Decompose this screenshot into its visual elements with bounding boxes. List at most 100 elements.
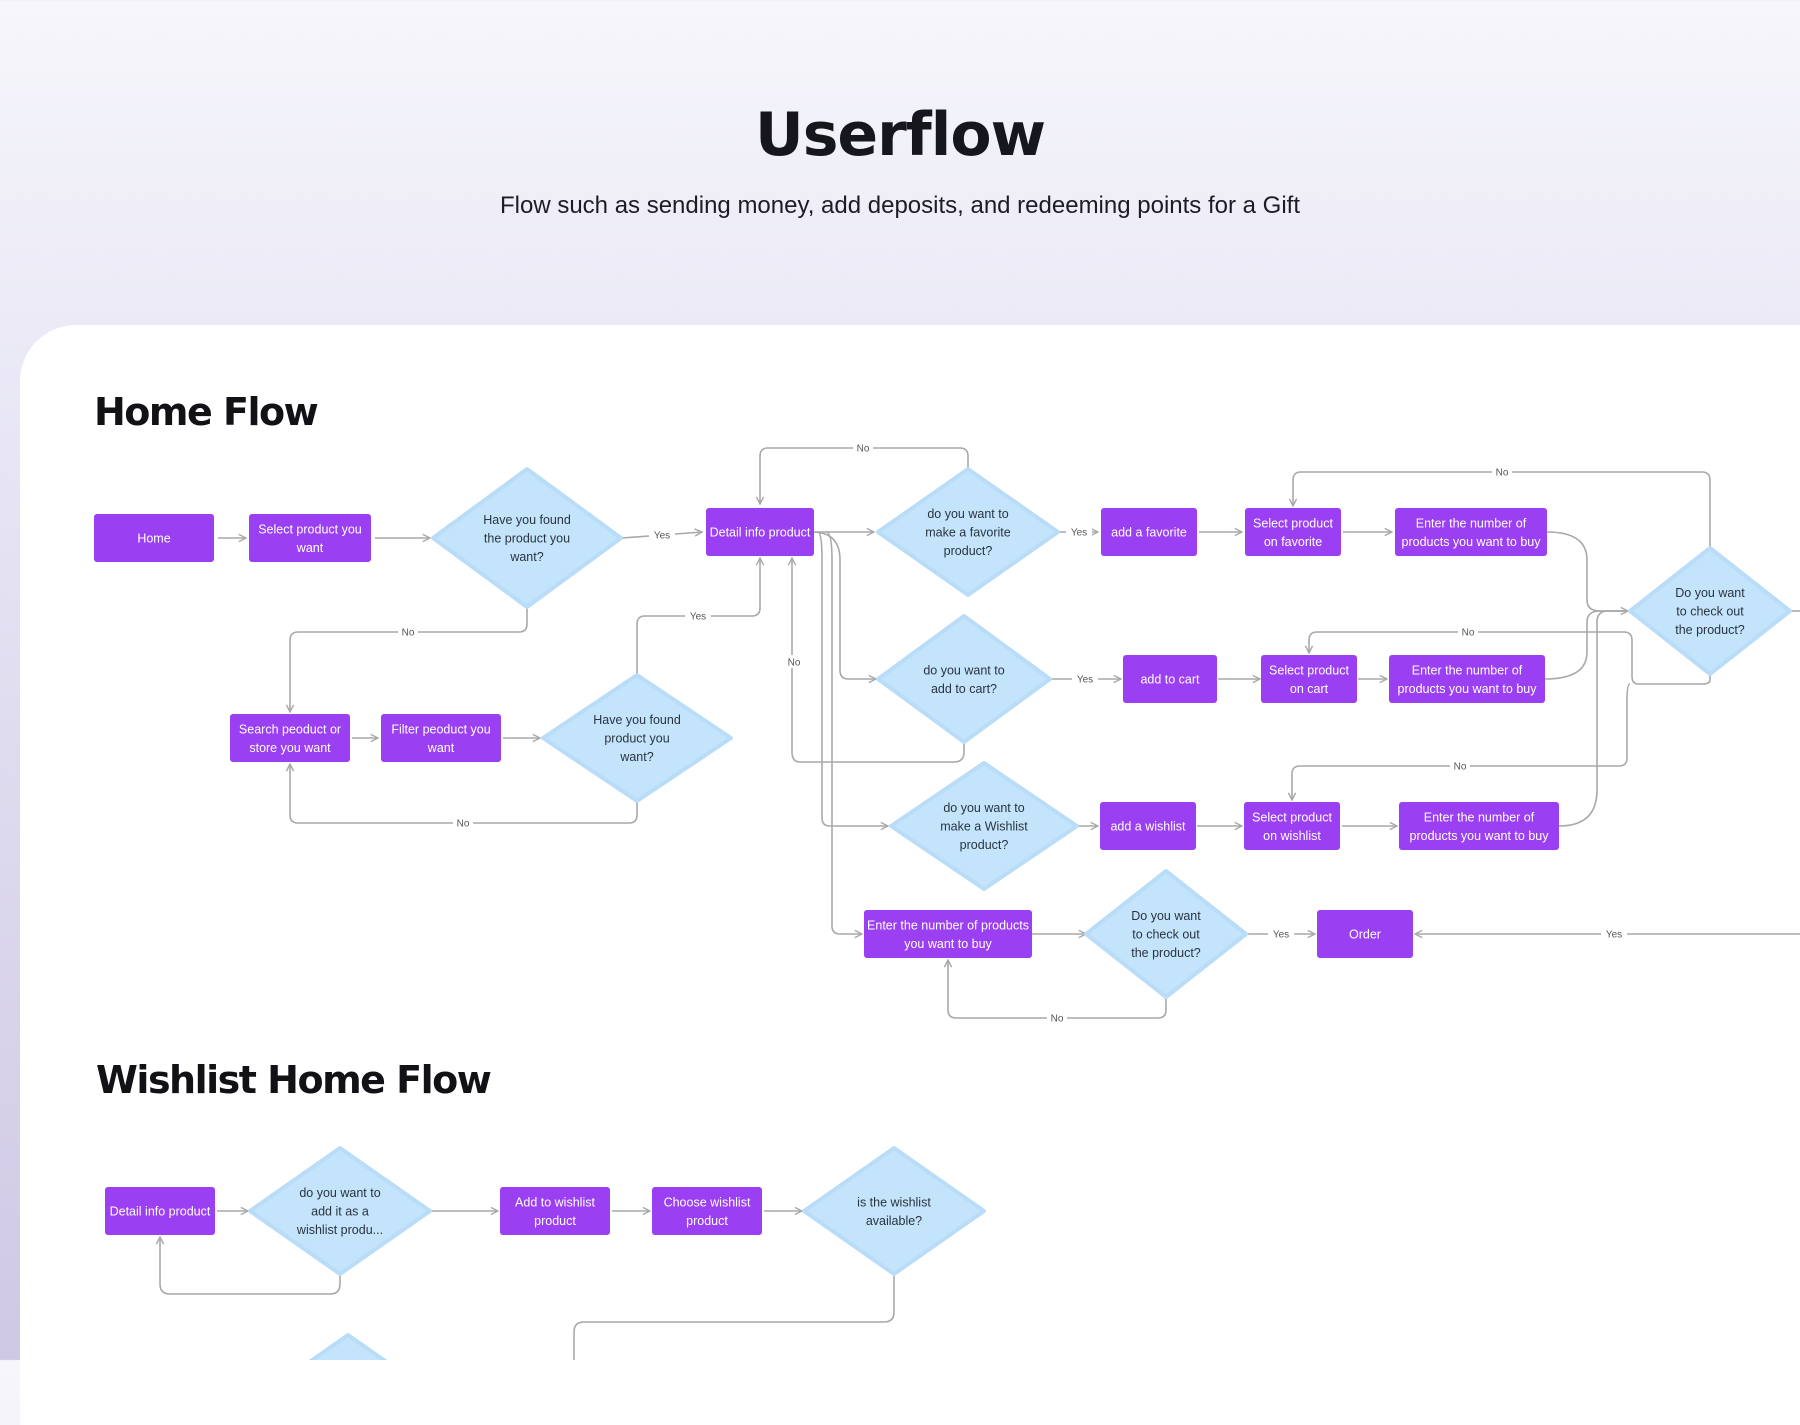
node-label: Select product — [1253, 516, 1333, 530]
node-enter-number-cart: Enter the number of products you want to … — [1389, 655, 1545, 703]
node-label: Choose wishlist — [664, 1195, 751, 1209]
node-label: make a favorite — [925, 526, 1011, 540]
node-w-detail-info: Detail info product — [105, 1187, 215, 1235]
process-box — [1244, 802, 1340, 850]
node-label: add a wishlist — [1110, 820, 1186, 834]
process-box — [864, 910, 1032, 958]
edge-label-bg — [1268, 927, 1294, 940]
node-label: on cart — [1290, 682, 1329, 696]
node-label: do you want to — [299, 1186, 380, 1200]
edge-label-no: No — [457, 819, 470, 830]
node-label: Have you found — [593, 713, 681, 727]
node-label: product? — [960, 838, 1009, 852]
page-header: Userflow Flow such as sending money, add… — [0, 0, 1800, 325]
node-label: is the wishlist — [857, 1195, 931, 1209]
edge-label-bg — [649, 528, 675, 541]
process-box — [652, 1187, 762, 1235]
node-add-to-cart: add to cart — [1123, 655, 1217, 703]
node-label: you want to buy — [904, 937, 992, 951]
node-w-available-q: is the wishlist available? — [802, 1146, 986, 1276]
node-label: Select product — [1269, 663, 1349, 677]
process-box — [381, 714, 501, 762]
decision-diamond — [1084, 869, 1248, 999]
node-label: Select product — [1252, 810, 1332, 824]
edge-label-no: No — [1051, 1014, 1064, 1025]
node-label: Do you want — [1131, 909, 1201, 923]
edge-label-no: No — [1462, 628, 1475, 639]
edge-label-yes: Yes — [690, 612, 706, 623]
edge-label-yes: Yes — [1606, 930, 1622, 941]
node-label: available? — [866, 1214, 922, 1228]
wishlist-home-flow-title: Wishlist Home Flow — [96, 1058, 492, 1102]
node-label: products you want to buy — [1398, 682, 1538, 696]
edge-label-bg — [1072, 672, 1098, 685]
node-label: want? — [509, 550, 543, 564]
edge-label-bg — [1492, 465, 1512, 478]
node-label: add to cart? — [931, 682, 997, 696]
node-add-to-cart-q: do you want to add to cart? — [876, 614, 1052, 744]
node-label: product — [534, 1214, 576, 1228]
node-enter-number-direct: Enter the number of products you want to … — [864, 910, 1032, 958]
node-label: on favorite — [1264, 535, 1322, 549]
node-label: to check out — [1132, 928, 1200, 942]
edge-label-bg — [1066, 525, 1092, 538]
decision-diamond — [802, 1146, 986, 1276]
connector-line — [817, 531, 888, 826]
process-box — [1245, 508, 1341, 556]
node-label: Search peoduct or — [239, 722, 341, 736]
process-box — [94, 514, 214, 562]
node-label: do you want to — [927, 507, 1008, 521]
process-box — [1123, 655, 1217, 703]
process-box — [706, 508, 814, 556]
node-label: Add to wishlist — [515, 1195, 595, 1209]
node-label: Enter the number of products — [867, 918, 1029, 932]
node-label: Enter the number of — [1412, 663, 1523, 677]
node-enter-number-favorite: Enter the number of products you want to … — [1395, 508, 1547, 556]
decision-diamond — [889, 761, 1079, 891]
process-box — [230, 714, 350, 762]
edge-label-bg — [453, 816, 473, 829]
node-order: Order — [1317, 910, 1413, 958]
node-label: Do you want — [1675, 586, 1745, 600]
decision-diamond — [876, 467, 1060, 597]
node-label: store you want — [249, 741, 331, 755]
connector-line — [1309, 631, 1711, 685]
node-label: Order — [1349, 928, 1381, 942]
page-title: Userflow — [754, 100, 1046, 170]
node-label: Detail info product — [710, 526, 811, 540]
node-select-on-favorite: Select product on favorite — [1245, 508, 1341, 556]
process-box — [500, 1187, 610, 1235]
node-label: products you want to buy — [1402, 535, 1542, 549]
decision-diamond — [876, 614, 1052, 744]
node-w-next-decision — [308, 1333, 388, 1360]
connector-line — [825, 531, 862, 934]
node-label: do you want to — [923, 663, 1004, 677]
page-subtitle: Flow such as sending money, add deposits… — [499, 192, 1300, 219]
process-box — [1261, 655, 1357, 703]
process-box — [1389, 655, 1545, 703]
node-label: Home — [137, 532, 170, 546]
connector-line — [290, 764, 638, 824]
edge-label-no: No — [402, 628, 415, 639]
node-select-on-cart: Select product on cart — [1261, 655, 1357, 703]
node-label: the product? — [1675, 623, 1745, 637]
node-label: the product you — [484, 532, 570, 546]
edge-label-yes: Yes — [1071, 528, 1087, 539]
connector-line — [1546, 531, 1628, 611]
node-label: Enter the number of — [1416, 516, 1527, 530]
connector-line — [1544, 610, 1628, 680]
edge-label-bg — [1458, 625, 1478, 638]
node-label: Detail info product — [110, 1205, 211, 1219]
node-home: Home — [94, 514, 214, 562]
edge-label-yes: Yes — [1077, 675, 1093, 686]
node-label: want — [296, 541, 324, 555]
node-label: product you — [604, 732, 669, 746]
home-flow-title: Home Flow — [94, 390, 319, 434]
connector-line — [573, 1274, 895, 1360]
